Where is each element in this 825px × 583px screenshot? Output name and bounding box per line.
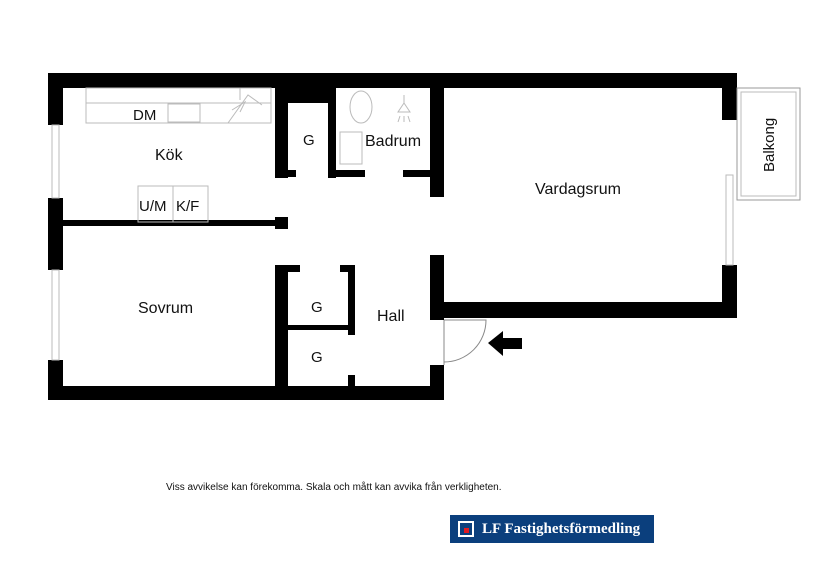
disclaimer: Viss avvikelse kan förekomma. Skala och …: [166, 482, 502, 493]
walls: [48, 73, 737, 400]
entrance-door[interactable]: [443, 319, 487, 365]
logo-mark-icon: [458, 521, 474, 537]
label-hall: Hall: [377, 308, 405, 325]
label-closet-mid: G: [311, 299, 323, 316]
label-fridge-freezer: K/F: [176, 198, 199, 215]
windows: [51, 124, 734, 361]
label-closet-top: G: [303, 132, 315, 149]
label-kitchen: Kök: [155, 147, 184, 164]
label-bedroom: Sovrum: [138, 300, 193, 317]
label-bathroom: Badrum: [365, 133, 421, 150]
label-oven-microwave: U/M: [139, 198, 167, 215]
label-closet-bottom: G: [311, 349, 323, 366]
arrow-left-icon: [488, 331, 522, 356]
label-living-room: Vardagsrum: [535, 181, 621, 198]
logo-text: LF Fastighetsförmedling: [482, 520, 641, 537]
kitchen-fixtures: [85, 87, 272, 223]
label-dishwasher: DM: [133, 107, 156, 124]
bathroom-fixtures: [339, 90, 411, 165]
label-balcony: Balkong: [761, 118, 778, 172]
balcony: [736, 87, 801, 201]
company-logo: LF Fastighetsförmedling: [450, 515, 654, 543]
